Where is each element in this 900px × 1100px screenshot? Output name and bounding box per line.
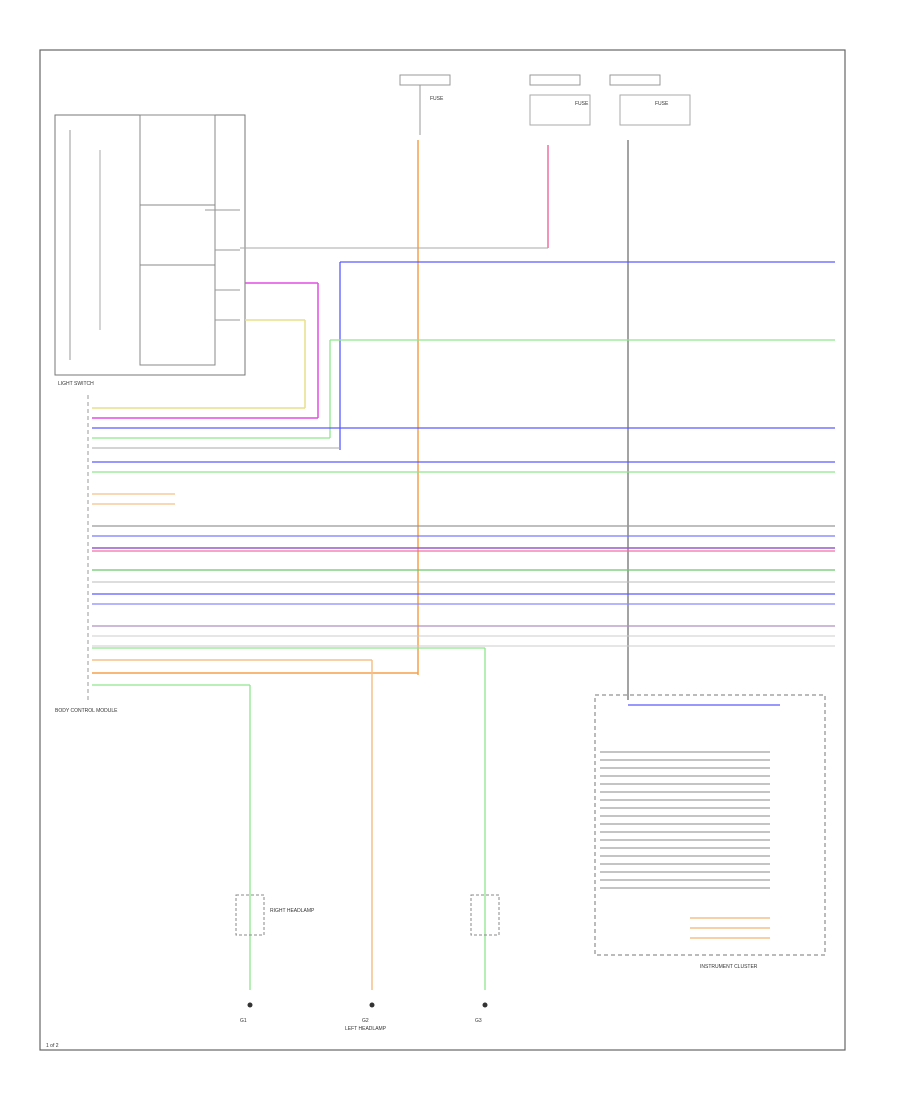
cluster-label: INSTRUMENT CLUSTER bbox=[700, 964, 758, 970]
fuse-2: FUSE bbox=[529, 74, 591, 126]
ground-left: G1 bbox=[240, 1018, 247, 1024]
left-headlamp-label: RIGHT HEADLAMP bbox=[270, 908, 315, 914]
light-switch-label: LIGHT SWITCH bbox=[58, 381, 94, 387]
right-headlamp-unit: G3 bbox=[470, 894, 500, 1024]
ground-mid: G2 bbox=[362, 1018, 369, 1024]
mid-ground: LEFT HEADLAMP G2 bbox=[345, 1002, 387, 1032]
light-switch-block: LIGHT SWITCH bbox=[54, 114, 246, 387]
left-headlamp-unit: RIGHT HEADLAMP G1 bbox=[235, 894, 315, 1024]
fuse-1-label: FUSE bbox=[430, 96, 444, 102]
fuse-3: FUSE bbox=[609, 74, 691, 126]
left-headlamp-label-2: LEFT HEADLAMP bbox=[345, 1026, 387, 1032]
page-number: 1 of 2 bbox=[46, 1043, 59, 1049]
module-label: BODY CONTROL MODULE bbox=[55, 708, 118, 714]
fuse-3-label: FUSE bbox=[655, 101, 669, 107]
fuse-1: FUSE bbox=[399, 74, 451, 135]
cluster-pin-rows bbox=[600, 751, 770, 889]
instrument-cluster-block: INSTRUMENT CLUSTER bbox=[594, 694, 826, 970]
diagram-frame bbox=[39, 49, 846, 1051]
ground-right: G3 bbox=[475, 1018, 482, 1024]
fuse-2-label: FUSE bbox=[575, 101, 589, 107]
